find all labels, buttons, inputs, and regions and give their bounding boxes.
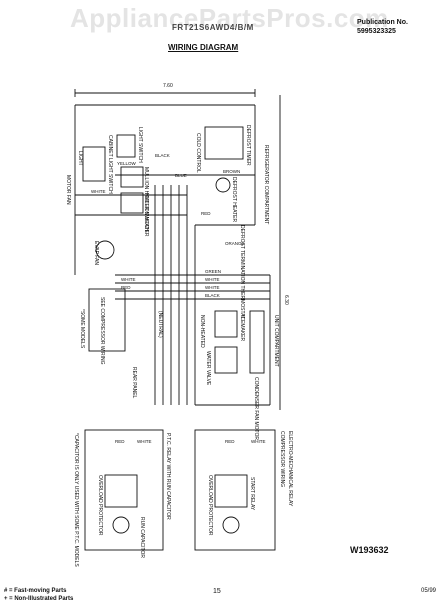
label-mullion-heater: MULLION HEATER — [143, 193, 149, 237]
label-light: LIGHT — [77, 151, 83, 166]
legend-non-illustrated: + = Non-Illustrated Parts — [4, 596, 74, 602]
publication-label: Publication No. — [357, 19, 408, 26]
wiring-diagram: 7.60 6.30 REFRIGERATOR COMPARTMENT UNIT … — [65, 83, 293, 567]
wire-label-blue: BLUE — [175, 173, 187, 178]
wire-label-yellow: YELLOW — [117, 161, 137, 166]
label-overload-protector-ptc: OVERLOAD PROTECTOR — [97, 475, 103, 536]
label-overload-protector-em: OVERLOAD PROTECTOR — [207, 475, 213, 536]
label-condenser-fan-motor: CONDENSER FAN MOTOR — [253, 377, 259, 440]
model-title: FRT21S6AWD4/B/M — [172, 23, 254, 32]
wire-label-red-2: RED — [121, 285, 131, 290]
label-non-heated: NON-HEATED — [199, 315, 205, 348]
wire-label-white-em: WHITE — [251, 439, 266, 444]
legend-fast-moving: # = Fast-moving Parts — [4, 588, 67, 594]
wire-label-black-2: BLACK — [205, 293, 220, 298]
label-see-compressor-wiring: SEE COMPRESSOR WIRING — [99, 297, 105, 365]
label-ptc-relay: P.T.C. RELAY WITH RUN CAPACITOR — [165, 433, 171, 520]
publication-number: 5995323325 — [357, 28, 396, 35]
label-compressor-wiring: COMPRESSOR WIRING — [279, 431, 285, 487]
label-unit-compartment: UNIT COMPARTMENT — [273, 315, 279, 367]
label-rear-panel: REAR PANEL — [131, 367, 137, 399]
label-start-relay: START RELAY — [249, 477, 255, 511]
wire-label-red-ptc: RED — [115, 439, 125, 444]
wire-label-red-1: RED — [201, 211, 211, 216]
wire-label-red-em: RED — [225, 439, 235, 444]
wire-label-brown: BROWN — [223, 169, 240, 174]
label-mullion-heater-switch: MULLION HEATER SWITCH — [143, 167, 149, 232]
label-cold-control: COLD CONTROL — [195, 133, 201, 173]
wire-label-white-1: WHITE — [91, 189, 106, 194]
dim-top-label: 7.60 — [163, 83, 173, 89]
page-number: 15 — [213, 588, 221, 595]
wire-label-white-ptc: WHITE — [137, 439, 152, 444]
label-defrost-heater: DEFROST HEATER — [231, 177, 237, 222]
label-run-capacitor: RUN CAPACITOR — [139, 517, 145, 558]
label-neutral: (NEUTRAL) — [157, 311, 163, 338]
label-cabinet-light-switch: CABINET LIGHT SWITCH — [107, 135, 113, 194]
label-icemaker: ICEMAKER — [239, 315, 245, 342]
dim-side-label: 6.30 — [283, 295, 289, 305]
label-defrost-termination-thermostat: DEFROST TERMINATION THERMOSTAT — [239, 225, 245, 319]
wire-label-white-4: WHITE — [121, 277, 136, 282]
site-watermark: AppliancePartsPros.com — [70, 3, 389, 33]
wire-label-green: GREEN — [205, 269, 221, 274]
label-evap-fan: EVAP FAN — [93, 241, 99, 265]
drawing-reference-number: W193632 — [350, 545, 389, 555]
wire-label-white-3: WHITE — [205, 285, 220, 290]
label-defrost-timer: DEFROST TIMER — [245, 125, 251, 166]
publication-date: 05/99 — [421, 588, 437, 594]
label-electro-mechanical-relay: ELECTRO-MECHANICAL RELAY — [287, 431, 293, 507]
label-motor-fan: MOTOR FAN — [65, 175, 71, 205]
label-light-switch: LIGHT SWITCH — [137, 127, 143, 163]
wire-label-white-2: WHITE — [205, 277, 220, 282]
wire-label-black-1: BLACK — [155, 153, 170, 158]
label-refrigerator-compartment: REFRIGERATOR COMPARTMENT — [263, 145, 269, 224]
diagram-title: WIRING DIAGRAM — [168, 43, 239, 52]
label-capacitor-note: *CAPACITOR IS ONLY USED WITH SOME P.T.C.… — [73, 433, 79, 567]
label-water-valve: WATER VALVE — [205, 351, 211, 386]
wire-label-orange: ORANGE — [225, 241, 245, 246]
label-some-models: *SOME MODELS — [79, 309, 85, 349]
